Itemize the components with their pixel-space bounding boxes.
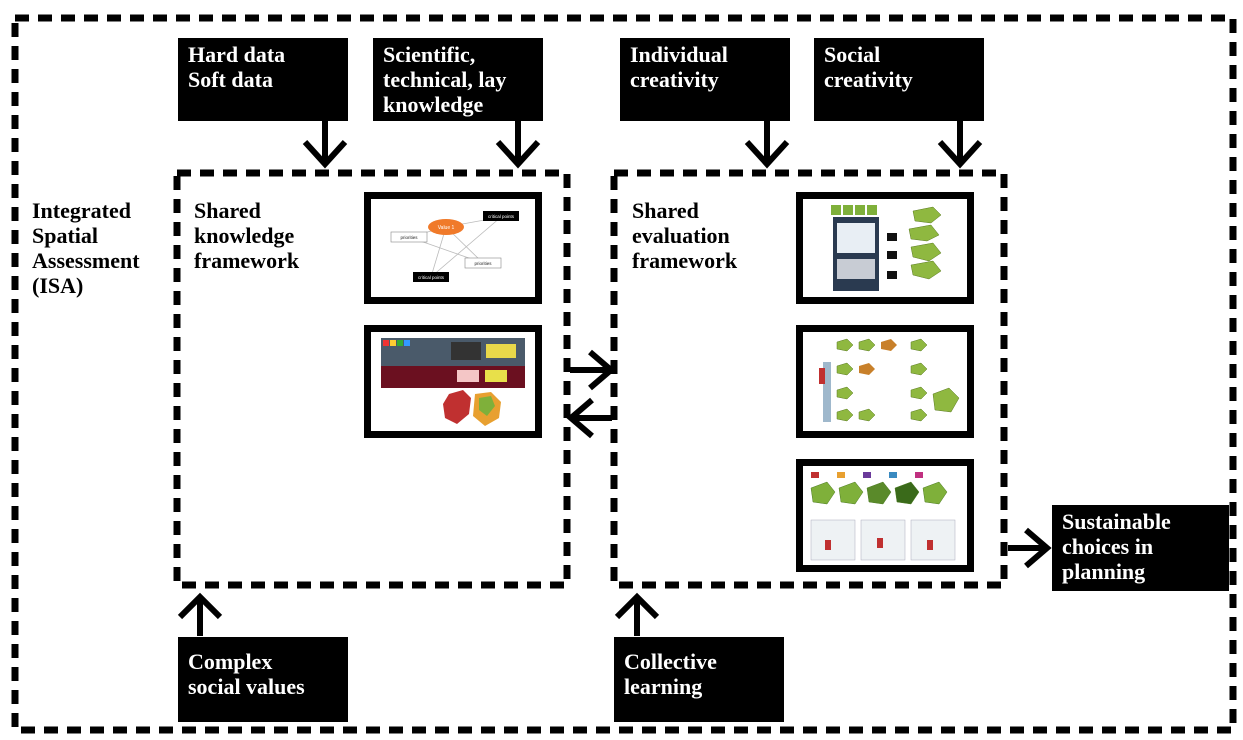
indicator-maps-thumbnail	[796, 459, 974, 572]
arrow-up-collective-learning	[614, 592, 660, 636]
arrow-up-complex-social-values	[177, 592, 223, 636]
concept-node-priorities-2: priorities	[474, 261, 492, 266]
hard-soft-data-box: Hard data Soft data	[178, 38, 348, 121]
complex-social-values-box: Complex social values	[178, 637, 348, 722]
arrow-right-exchange	[570, 349, 616, 391]
concept-node-priorities-1: priorities	[400, 235, 418, 240]
concept-node-critical-2: critical points	[418, 275, 445, 280]
concept-node-value	[428, 219, 464, 235]
concept-map-thumbnail: Value 1 critical points priorities prior…	[364, 192, 542, 304]
social-creativity-box: Social creativity	[814, 38, 984, 121]
arrow-left-exchange	[566, 397, 612, 439]
evaluation-tool-thumbnail	[796, 192, 974, 304]
arrow-down-knowledge	[495, 120, 541, 169]
isa-label: Integrated Spatial Assessment (ISA)	[32, 198, 140, 298]
concept-node-critical-1: critical points	[488, 214, 515, 219]
arrow-down-social-creativity	[937, 120, 983, 169]
outer-dashed-frame	[11, 14, 1237, 734]
arrow-right-output	[1008, 527, 1052, 569]
shared-evaluation-framework-title: Shared evaluation framework	[632, 198, 738, 273]
shared-knowledge-framework-title: Shared knowledge framework	[194, 198, 300, 273]
evaluation-dashed-frame	[610, 169, 1008, 589]
scenario-maps-thumbnail	[796, 325, 974, 438]
data-dashboard-thumbnail	[364, 325, 542, 438]
concept-node-value-label: Value 1	[438, 225, 455, 231]
arrow-down-hard-data	[302, 120, 348, 169]
sustainable-choices-box: Sustainable choices in planning	[1052, 505, 1229, 591]
arrow-down-individual-creativity	[744, 120, 790, 169]
individual-creativity-box: Individual creativity	[620, 38, 790, 121]
knowledge-dashed-frame	[173, 169, 571, 589]
collective-learning-box: Collective learning	[614, 637, 784, 722]
knowledge-types-box: Scientific, technical, lay knowledge	[373, 38, 543, 121]
